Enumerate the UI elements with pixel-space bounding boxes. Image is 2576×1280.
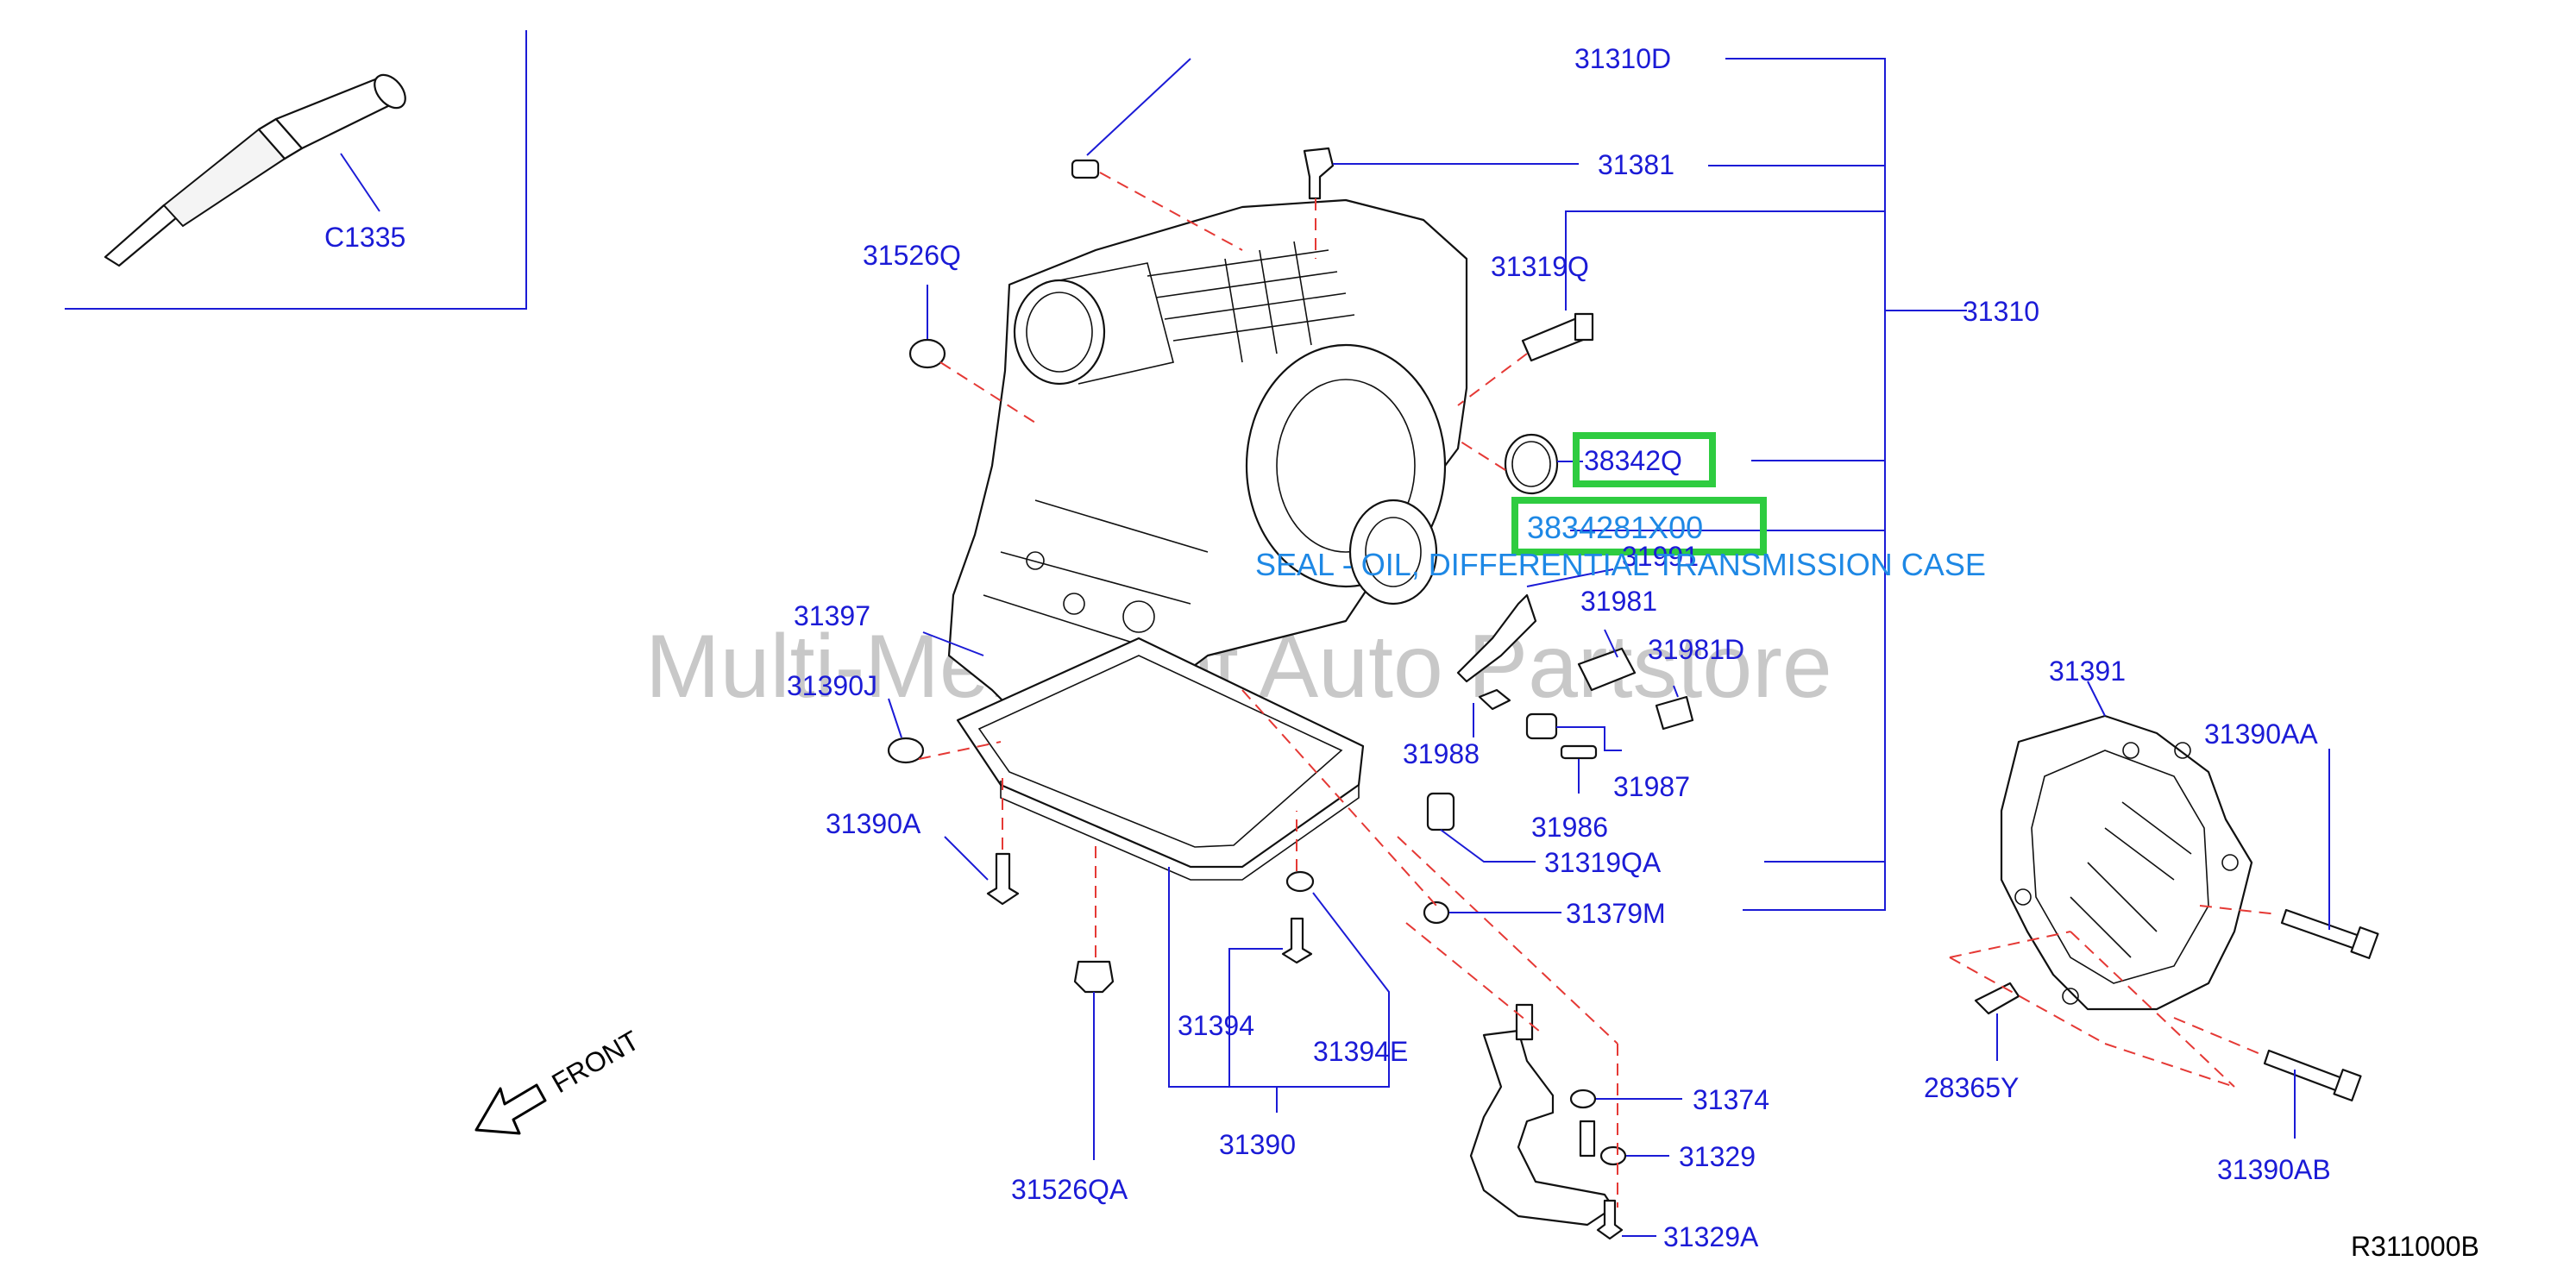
callout-31329[interactable]: 31329: [1679, 1141, 1756, 1172]
callout-31319qa[interactable]: 31319QA: [1544, 847, 1662, 878]
callout-31390[interactable]: 31390: [1219, 1129, 1296, 1160]
callout-c1335[interactable]: C1335: [324, 222, 405, 253]
plate-icon: [1577, 647, 1637, 692]
oil-pan-icon: [956, 637, 1365, 881]
diagram-reference-code: R311000B: [2351, 1231, 2479, 1262]
callout-31381[interactable]: 31381: [1598, 149, 1674, 180]
callout-labels: 31310D 31381 31319Q 31310 31526Q 38342Q …: [787, 43, 2331, 1252]
sleeve-icon: [1525, 712, 1558, 740]
clip-icon: [1974, 982, 2020, 1015]
rear-cover-icon: [2000, 714, 2253, 1011]
sealant-tube-icon: [104, 73, 406, 267]
sealant-inset: C1335: [65, 30, 527, 310]
connector-icon: [1426, 792, 1455, 831]
callout-31390aa[interactable]: 31390AA: [2204, 718, 2318, 750]
callout-31981[interactable]: 31981: [1580, 586, 1657, 617]
callout-28365y[interactable]: 28365Y: [1924, 1072, 2019, 1103]
bolt-icon: [1655, 695, 1694, 731]
washer-icon: [1285, 870, 1315, 893]
front-arrow-icon: [474, 1083, 547, 1135]
leader-lines: [888, 58, 2330, 1237]
hardware-parts: [887, 147, 2379, 1240]
washer-icon: [1569, 1089, 1597, 1109]
bolt-icon: [2263, 1049, 2344, 1093]
retainer-icon: [1478, 688, 1511, 711]
callout-31329a[interactable]: 31329A: [1663, 1221, 1759, 1252]
assembly-lines: [918, 172, 2278, 1208]
callout-31397[interactable]: 31397: [794, 600, 870, 631]
oil-tube-icon: [1469, 1003, 1615, 1227]
callout-31319q[interactable]: 31319Q: [1491, 251, 1589, 282]
bolt-icon: [2280, 908, 2361, 951]
callout-31310[interactable]: 31310: [1963, 296, 2039, 327]
callout-31986[interactable]: 31986: [1531, 812, 1608, 843]
callout-31374[interactable]: 31374: [1693, 1084, 1769, 1115]
callout-31526q[interactable]: 31526Q: [863, 240, 961, 271]
front-label: FRONT: [547, 1025, 644, 1099]
highlighted-part-description: SEAL - OIL, DIFFERENTIAL TRANSMISSION CA…: [1255, 547, 1986, 582]
cap-icon: [887, 737, 925, 764]
callout-31991[interactable]: 31991: [1622, 541, 1699, 572]
front-indicator: FRONT: [474, 1025, 644, 1135]
callout-31390ab[interactable]: 31390AB: [2217, 1154, 2331, 1185]
bracket-icon: [1456, 593, 1537, 683]
o-ring-icon: [908, 338, 946, 369]
washer-icon: [1599, 1145, 1627, 1166]
callout-31394[interactable]: 31394: [1178, 1010, 1254, 1041]
callout-31390j[interactable]: 31390J: [787, 670, 877, 701]
bolt-icon: [986, 852, 1020, 906]
callout-31310d[interactable]: 31310D: [1574, 43, 1671, 74]
drain-plug-icon: [1073, 960, 1115, 994]
transmission-case-icon: [947, 198, 1468, 744]
highlight-box-3834281x00: [1511, 497, 1767, 555]
highlighted-part-number[interactable]: 3834281X00: [1527, 510, 1703, 545]
callout-31988[interactable]: 31988: [1403, 738, 1480, 769]
washer-icon: [1423, 900, 1450, 925]
bolt-icon: [1596, 1199, 1624, 1240]
highlight-box-38342q: [1573, 432, 1716, 487]
pin-icon: [1560, 744, 1598, 760]
callout-31390a[interactable]: 31390A: [826, 808, 921, 839]
callout-31981d[interactable]: 31981D: [1648, 634, 1744, 665]
callout-38342q[interactable]: 38342Q: [1584, 445, 1682, 476]
callout-31526qa[interactable]: 31526QA: [1011, 1174, 1128, 1205]
dowel-pin-icon: [1071, 159, 1100, 179]
callout-31391[interactable]: 31391: [2049, 656, 2126, 687]
bolt-icon: [1281, 917, 1313, 964]
callout-31394e[interactable]: 31394E: [1313, 1036, 1408, 1067]
callout-31987[interactable]: 31987: [1613, 771, 1690, 802]
breather-hose-icon: [1303, 147, 1335, 200]
oil-seal-icon: [1504, 433, 1559, 495]
callout-31379m[interactable]: 31379M: [1566, 898, 1666, 929]
